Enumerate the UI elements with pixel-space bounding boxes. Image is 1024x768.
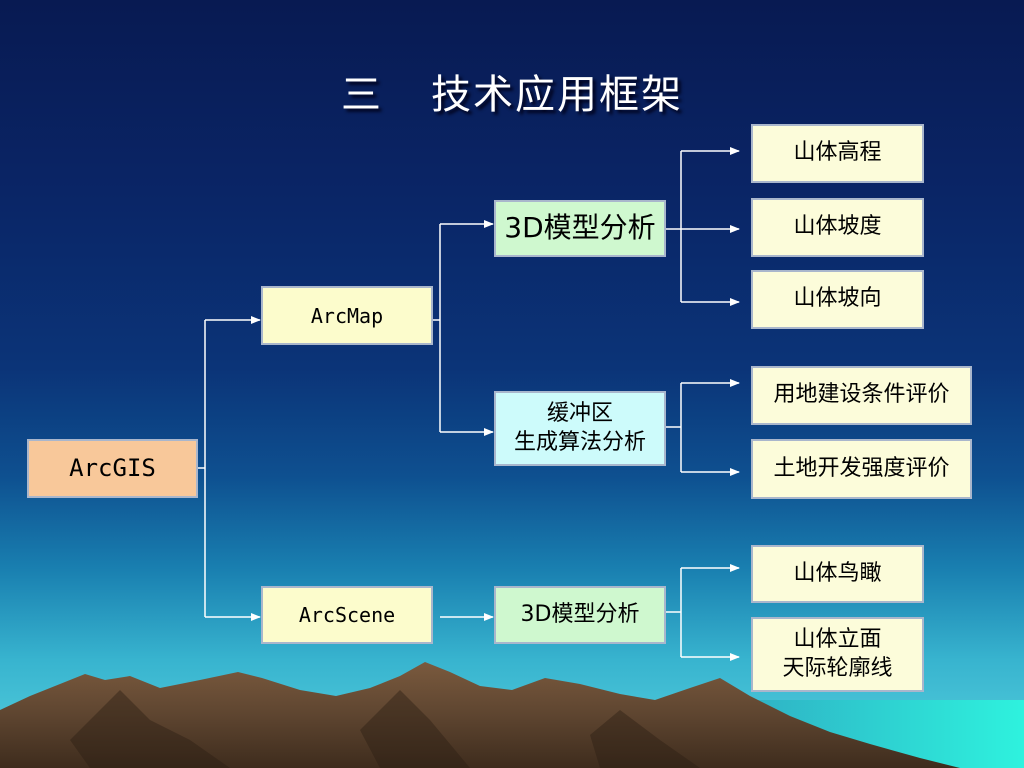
leaf-elevation-view-line2: 天际轮廓线 xyxy=(782,655,892,684)
node-arcgis: ArcGIS xyxy=(27,439,198,498)
leaf-elevation-view: 山体立面 天际轮廓线 xyxy=(751,617,924,692)
leaf-birdseye-label: 山体鸟瞰 xyxy=(793,560,881,589)
node-buffer-line1: 缓冲区 xyxy=(514,400,646,429)
leaf-aspect-label: 山体坡向 xyxy=(793,285,881,314)
leaf-slope-label: 山体坡度 xyxy=(793,213,881,242)
node-3d-analysis-label: 3D模型分析 xyxy=(504,210,655,246)
node-scene-analysis-label: 3D模型分析 xyxy=(521,601,640,630)
node-arcmap: ArcMap xyxy=(261,286,433,345)
node-arcscene: ArcScene xyxy=(261,586,433,644)
node-arcgis-label: ArcGIS xyxy=(69,453,156,484)
node-arcmap-label: ArcMap xyxy=(311,303,383,329)
leaf-elevation: 山体高程 xyxy=(751,124,924,183)
node-buffer-line2: 生成算法分析 xyxy=(514,429,646,458)
node-arcscene-label: ArcScene xyxy=(299,602,395,628)
node-3d-analysis: 3D模型分析 xyxy=(494,200,666,257)
node-scene-analysis: 3D模型分析 xyxy=(494,586,666,644)
leaf-elevation-view-line1: 山体立面 xyxy=(782,626,892,655)
leaf-land-intensity: 土地开发强度评价 xyxy=(751,439,972,499)
leaf-land-intensity-label: 土地开发强度评价 xyxy=(773,455,949,484)
leaf-land-construction: 用地建设条件评价 xyxy=(751,366,972,425)
node-buffer-analysis: 缓冲区 生成算法分析 xyxy=(494,391,666,466)
leaf-birdseye: 山体鸟瞰 xyxy=(751,545,924,603)
leaf-slope: 山体坡度 xyxy=(751,198,924,257)
leaf-elevation-label: 山体高程 xyxy=(793,139,881,168)
leaf-land-construction-label: 用地建设条件评价 xyxy=(773,381,949,410)
leaf-aspect: 山体坡向 xyxy=(751,270,924,329)
